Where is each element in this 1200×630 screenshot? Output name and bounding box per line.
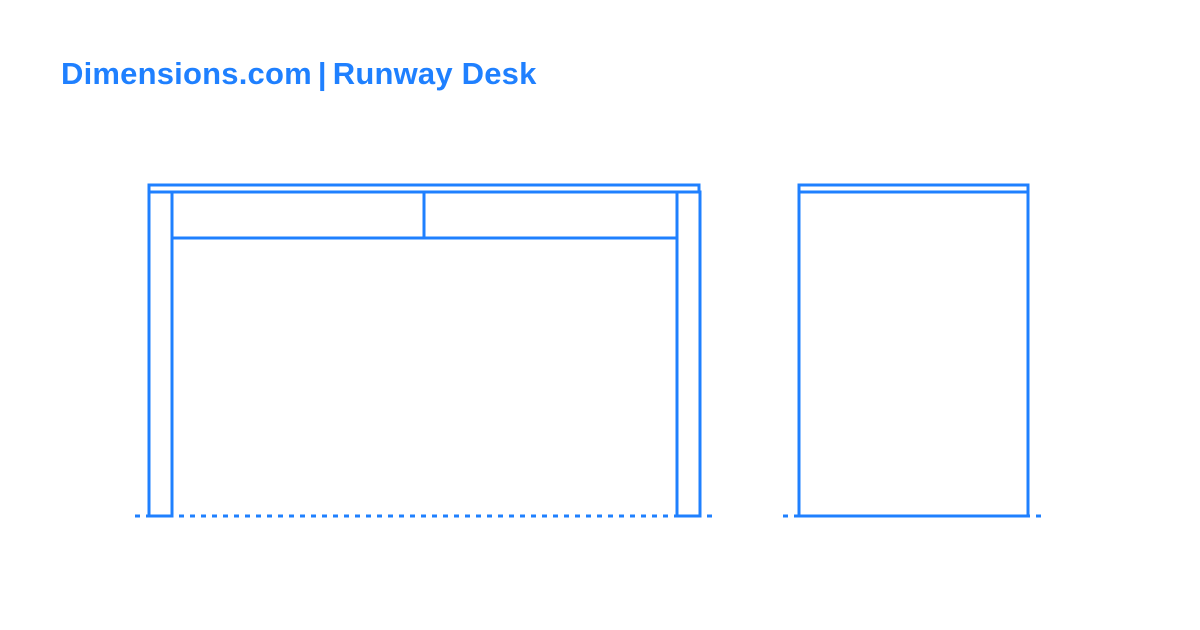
front-left-leg bbox=[147, 190, 174, 518]
product-name: Runway Desk bbox=[332, 56, 537, 91]
front-elevation bbox=[135, 183, 714, 518]
page-title: Dimensions.com|Runway Desk bbox=[61, 56, 537, 92]
side-elevation bbox=[783, 183, 1046, 518]
front-tabletop bbox=[147, 183, 701, 194]
front-right-leg bbox=[675, 190, 702, 518]
site-name: Dimensions.com bbox=[61, 56, 312, 91]
side-panel bbox=[797, 190, 1030, 518]
title-separator: | bbox=[317, 56, 327, 91]
